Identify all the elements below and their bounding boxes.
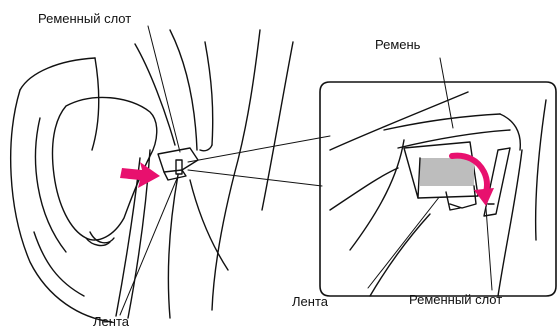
label-belt-slot-top: Ременный слот xyxy=(38,12,131,25)
detail-inset xyxy=(320,82,556,296)
label-belt-slot-right: Ременный слот xyxy=(409,293,502,306)
label-tape-middle: Лента xyxy=(292,295,328,308)
label-belt: Ремень xyxy=(375,38,420,51)
push-arrow-icon xyxy=(120,162,160,188)
label-tape-bottom: Лента xyxy=(93,315,129,328)
